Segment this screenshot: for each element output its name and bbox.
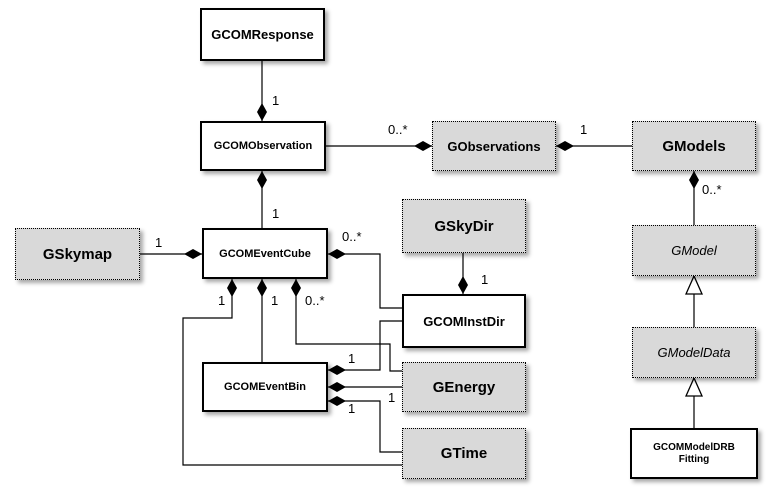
class-gcomeventbin: GCOMEventBin xyxy=(202,362,328,412)
mult-skymap-eventcube: 1 xyxy=(155,235,163,250)
mult-eventcube-energy: 0..* xyxy=(305,293,325,308)
edge-time-eventbin xyxy=(328,396,402,453)
class-gmodel: GModel xyxy=(632,225,756,276)
edge-instdir-eventbin xyxy=(328,320,402,375)
mult-eventbin-instdir: 1 xyxy=(348,351,356,366)
class-gmodeldata: GModelData xyxy=(632,327,756,378)
edge-instdir-eventcube xyxy=(328,249,402,309)
class-gcommodeldrb-line2: Fitting xyxy=(678,453,710,465)
class-gmodels: GModels xyxy=(632,121,756,171)
class-genergy: GEnergy xyxy=(402,362,526,412)
mult-observation-eventcube: 1 xyxy=(272,206,280,221)
class-gcominstdir: GCOMInstDir xyxy=(402,294,526,348)
mult-eventcube-bin: 1 xyxy=(271,293,279,308)
edge-energy-eventcube xyxy=(291,279,402,372)
class-gcomresponse: GCOMResponse xyxy=(200,8,325,61)
class-gcommodeldrb-fitting: GCOMModelDRB Fitting xyxy=(630,428,758,479)
class-gtime: GTime xyxy=(402,428,526,479)
class-gcomobservation: GCOMObservation xyxy=(200,121,326,171)
edge-time-eventcube xyxy=(182,279,402,466)
class-gobservations: GObservations xyxy=(432,121,556,171)
class-gskymap: GSkymap xyxy=(15,228,140,280)
mult-eventbin-energy: 1 xyxy=(388,390,396,405)
mult-eventcube-time: 1 xyxy=(218,293,226,308)
mult-models-model: 0..* xyxy=(702,182,722,197)
mult-eventbin-time: 1 xyxy=(348,401,356,416)
mult-response-observation: 1 xyxy=(272,93,280,108)
mult-observation-observations: 0..* xyxy=(388,122,408,137)
mult-skydir-instdir: 1 xyxy=(481,272,489,287)
mult-observations-models: 1 xyxy=(580,122,588,137)
class-gcomeventcube: GCOMEventCube xyxy=(202,228,328,279)
mult-eventcube-instdir: 0..* xyxy=(342,229,362,244)
class-gskydir: GSkyDir xyxy=(402,199,526,253)
class-gcommodeldrb-line1: GCOMModelDRB xyxy=(653,441,735,453)
